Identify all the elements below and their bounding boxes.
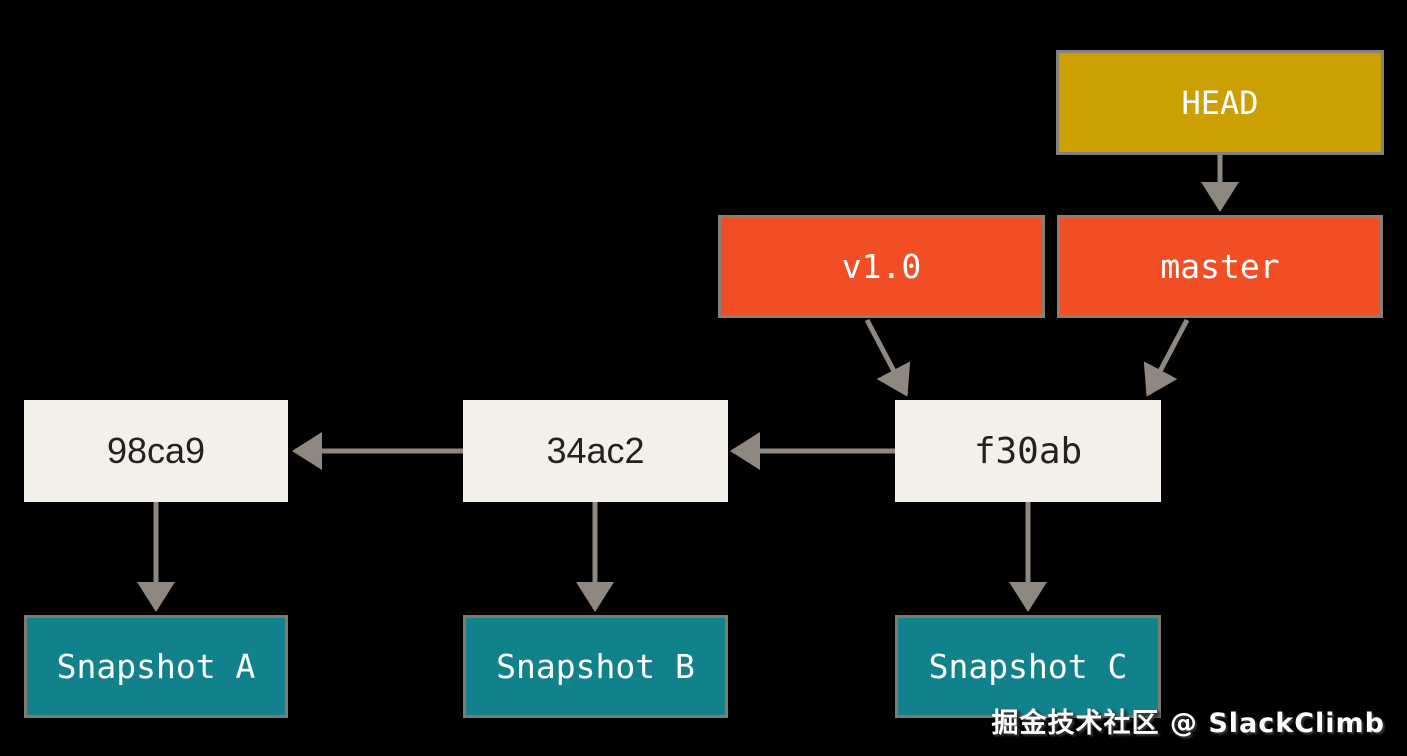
- node-label: f30ab: [973, 430, 1083, 472]
- arrow-master-to-f30ab: [1143, 318, 1190, 397]
- node-commit-34ac2: 34ac2: [463, 400, 728, 502]
- node-label: Snapshot A: [56, 647, 256, 686]
- node-commit-f30ab: f30ab: [895, 400, 1161, 502]
- node-snapshot-c: Snapshot C: [895, 615, 1161, 718]
- node-label: master: [1160, 247, 1280, 286]
- arrow-v1-0-to-f30ab: [864, 318, 911, 397]
- node-v1-0: v1.0: [718, 215, 1045, 318]
- node-label: HEAD: [1181, 83, 1259, 122]
- node-label: 98ca9: [106, 430, 206, 471]
- node-label: Snapshot B: [496, 647, 695, 686]
- node-label: Snapshot C: [928, 647, 1128, 686]
- node-snapshot-b: Snapshot B: [463, 615, 728, 718]
- node-head: HEAD: [1056, 50, 1384, 155]
- node-snapshot-a: Snapshot A: [24, 615, 288, 718]
- node-label: 34ac2: [546, 430, 645, 471]
- node-label: v1.0: [841, 247, 922, 286]
- watermark: 掘金技术社区 @ SlackClimb: [991, 708, 1385, 739]
- node-master: master: [1057, 215, 1383, 318]
- node-commit-98ca9: 98ca9: [24, 400, 288, 502]
